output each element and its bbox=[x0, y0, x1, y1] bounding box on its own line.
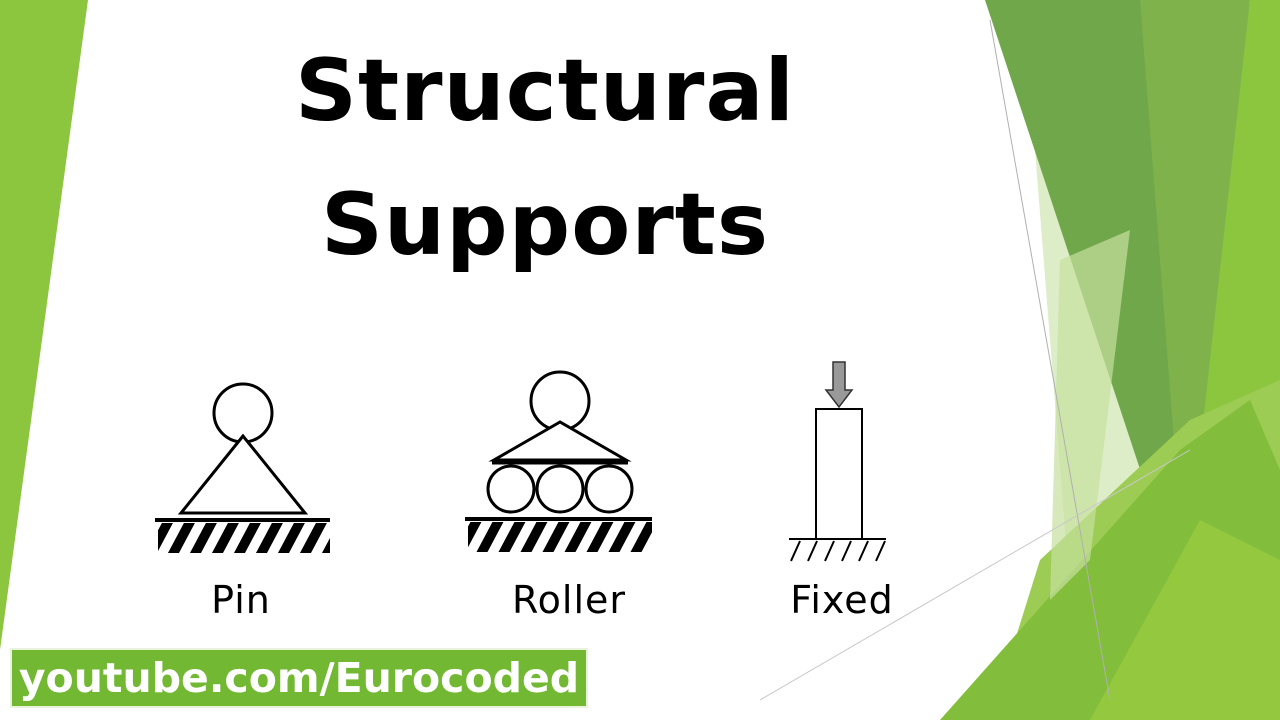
roller-wheel bbox=[535, 464, 585, 514]
pin-label: Pin bbox=[211, 578, 271, 622]
slide-title-line1: Structural bbox=[295, 41, 795, 141]
load-arrow-icon bbox=[824, 361, 854, 409]
fixed-label: Fixed bbox=[790, 578, 894, 622]
roller-triangle bbox=[488, 420, 632, 462]
right-light-stripe bbox=[1050, 230, 1130, 600]
roller-wheel bbox=[584, 464, 634, 514]
roller-ground-hatch bbox=[468, 522, 652, 552]
fixed-ground-hatch bbox=[790, 540, 886, 562]
pin-ground-hatch bbox=[158, 523, 330, 553]
pin-support bbox=[155, 382, 330, 553]
right-bottom-accent bbox=[1090, 520, 1280, 720]
pin-node bbox=[212, 382, 274, 444]
roller-label: Roller bbox=[511, 578, 627, 622]
fixed-column bbox=[815, 408, 863, 540]
decor-line bbox=[759, 449, 1191, 701]
roller-wheel bbox=[486, 464, 536, 514]
right-mid-wedge bbox=[1140, 0, 1250, 520]
channel-url[interactable]: youtube.com/Eurocoded bbox=[18, 654, 580, 702]
roller-support bbox=[465, 370, 652, 552]
fixed-support bbox=[789, 361, 886, 562]
pin-triangle bbox=[177, 433, 309, 515]
left-green-wedge bbox=[0, 0, 88, 650]
decor-line bbox=[989, 19, 1111, 701]
slide-title-line2: Supports bbox=[320, 175, 770, 275]
channel-banner-fill: youtube.com/Eurocoded bbox=[12, 650, 586, 706]
channel-banner[interactable]: youtube.com/Eurocoded bbox=[10, 648, 588, 708]
